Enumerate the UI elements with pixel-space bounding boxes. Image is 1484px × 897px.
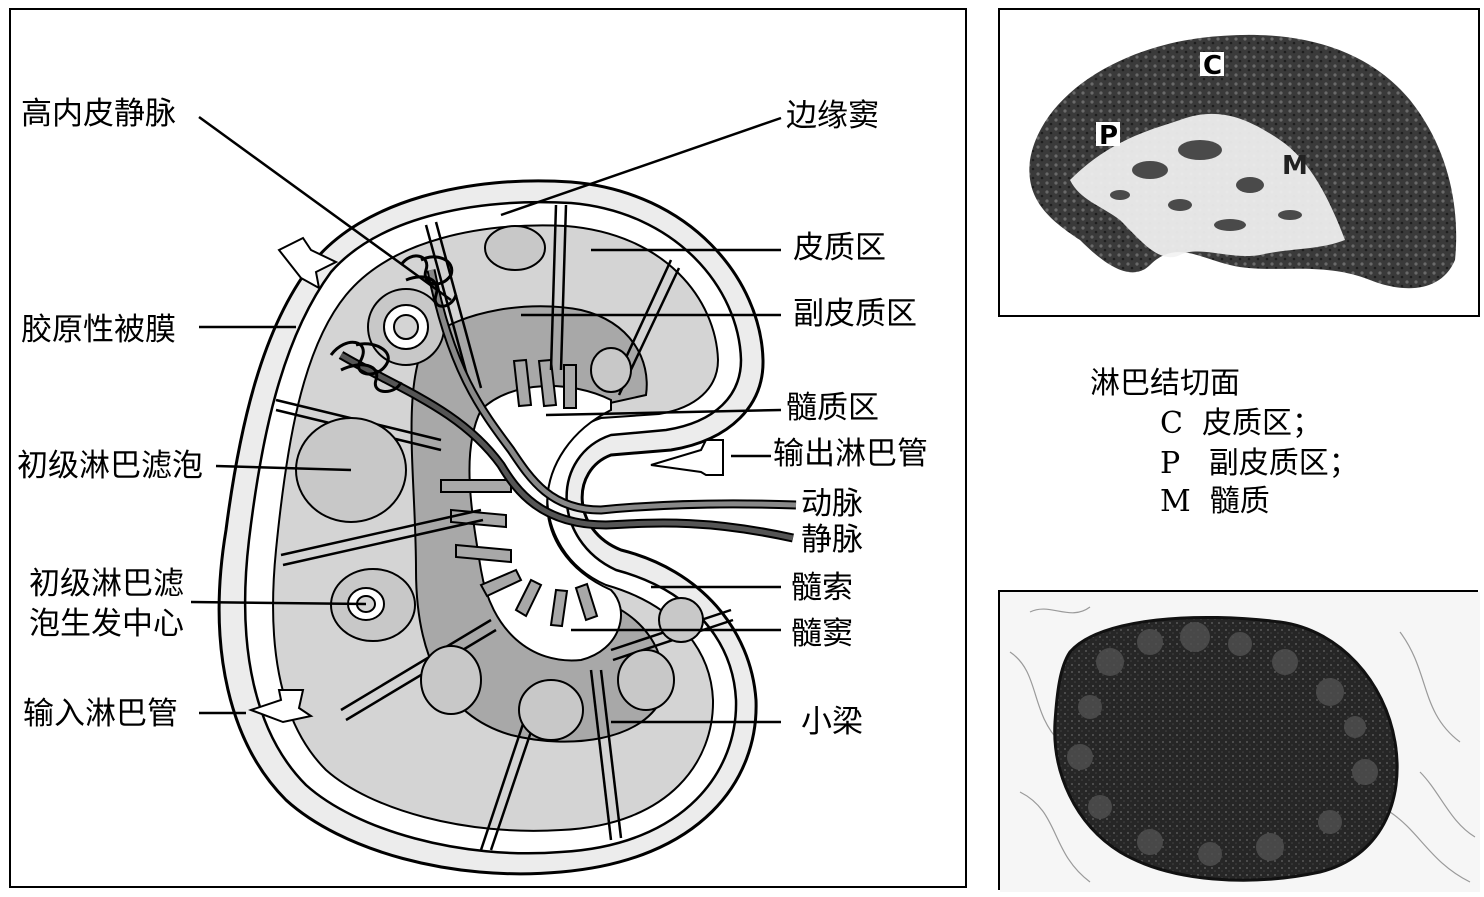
lymph-node-section-photo: C P M	[1029, 34, 1457, 289]
label-paracortex: 副皮质区	[793, 296, 917, 332]
medullary-cords	[440, 358, 599, 628]
label-medulla: 髓质区	[786, 390, 879, 426]
legend-text-c: 皮质区；	[1202, 406, 1323, 441]
trabeculae	[275, 204, 734, 851]
afferent-arrow-bottom	[248, 689, 314, 724]
micrograph-follicles	[1067, 622, 1378, 866]
section-cords	[1110, 140, 1302, 231]
micrograph-node	[1053, 615, 1399, 882]
section-medulla-pale	[1070, 113, 1345, 258]
label-hev: 高内皮静脉	[21, 96, 176, 132]
label-capsule: 胶原性被膜	[21, 312, 176, 348]
legend-item-c: C 皮质区；	[1160, 404, 1322, 444]
artery-vessel-fill	[428, 269, 797, 513]
legend-letter-m: M	[1160, 484, 1191, 519]
legend-text-p: 副皮质区；	[1208, 446, 1359, 481]
label-efferent-lymphatic: 输出淋巴管	[773, 436, 928, 472]
label-cortex: 皮质区	[793, 230, 886, 266]
photo-letter-m: M	[1282, 151, 1308, 181]
legend-item-m: M 髓质	[1160, 482, 1270, 522]
lymph-node-micrograph	[1000, 592, 1480, 892]
photo-letter-c: C	[1203, 51, 1222, 81]
legend-text-m: 髓质	[1209, 484, 1270, 519]
label-box-c	[1200, 52, 1224, 76]
lymph-node-diagram-panel: 高内皮静脉 胶原性被膜 初级淋巴滤泡 初级淋巴滤 泡生发中心 输入淋巴管 边缘窦…	[9, 8, 967, 888]
vein-vessel-fill	[339, 352, 794, 541]
legend-letter-p: P	[1160, 446, 1181, 481]
label-germinal-center-line1: 初级淋巴滤	[29, 566, 184, 602]
legend-letter-c: C	[1160, 406, 1183, 441]
legend-item-p: P 副皮质区；	[1160, 444, 1359, 484]
label-medullary-sinus: 髓窦	[791, 616, 853, 652]
efferent-lymphatic	[650, 439, 724, 476]
label-germinal-center-line2: 泡生发中心	[29, 606, 184, 642]
hev-tangle	[329, 254, 458, 393]
leader-lines	[190, 115, 782, 724]
label-trabecula: 小梁	[801, 704, 863, 740]
photo-letter-p: P	[1099, 121, 1118, 151]
legend-title: 淋巴结切面	[1090, 366, 1240, 401]
lymph-node-diagram	[190, 115, 797, 876]
label-afferent-lymphatic: 输入淋巴管	[23, 696, 178, 732]
label-medullary-cord: 髓索	[791, 570, 853, 606]
label-subcapsular-sinus: 边缘窦	[786, 98, 879, 134]
lymph-node-micrograph-panel	[998, 590, 1480, 892]
label-box-p	[1096, 122, 1120, 146]
label-vein: 静脉	[801, 522, 863, 558]
label-primary-follicle: 初级淋巴滤泡	[17, 448, 203, 484]
label-artery: 动脉	[801, 486, 863, 522]
micrograph-background-fibers	[1009, 606, 1476, 883]
afferent-arrow-top	[277, 236, 339, 290]
lymph-node-section-photo-panel: C P M	[998, 8, 1480, 317]
